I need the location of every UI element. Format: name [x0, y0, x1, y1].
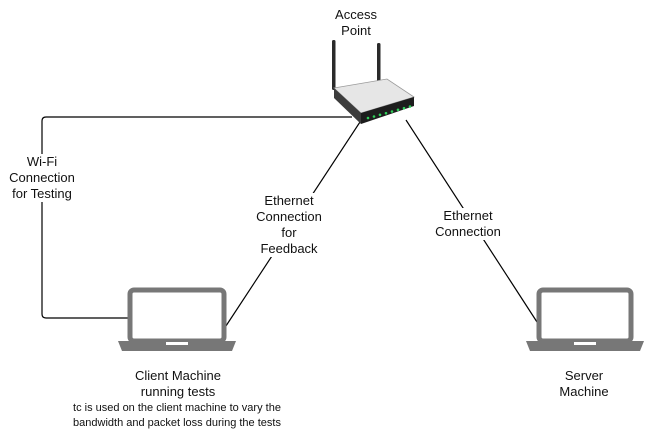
ethernet-server-label-line1: Ethernet [443, 208, 493, 223]
client-machine-label-line2: running tests [140, 384, 216, 399]
wifi-connection-label: Wi-Fi Connection for Testing [6, 154, 78, 202]
ethernet-feedback-label-line4: Feedback [260, 241, 318, 256]
ethernet-feedback-label-line2: Connection [256, 209, 322, 224]
server-laptop-icon [526, 287, 644, 351]
ethernet-feedback-label: Ethernet Connection for Feedback [250, 193, 328, 257]
ethernet-server-label-line2: Connection [435, 224, 501, 239]
server-machine-label-line2: Machine [559, 384, 609, 399]
wifi-connection-line [41, 116, 352, 319]
server-machine-label-line1: Server [564, 368, 604, 383]
client-machine-label-line1: Client Machine [135, 368, 221, 383]
tc-note-line2: bandwidth and packet loss during the tes… [73, 417, 281, 429]
ethernet-feedback-label-line1: Ethernet [264, 193, 314, 208]
ethernet-feedback-label-line3: for [281, 225, 297, 240]
ethernet-server-label: Ethernet Connection [430, 208, 506, 240]
wifi-label-line3: for Testing [12, 186, 72, 201]
server-machine-label: Server Machine [546, 368, 622, 400]
tc-note-line1: tc is used on the client machine to vary… [73, 402, 281, 414]
access-point-label-line1: Access [335, 7, 377, 22]
wifi-label-line2: Connection [9, 170, 75, 185]
access-point-label-line2: Point [341, 23, 371, 38]
wifi-label-line1: Wi-Fi [26, 154, 58, 169]
tc-note: tc is used on the client machine to vary… [54, 401, 300, 431]
router-icon [332, 40, 415, 124]
client-machine-label: Client Machine running tests [118, 368, 238, 400]
client-laptop-icon [118, 287, 236, 351]
access-point-label: Access Point [318, 7, 394, 39]
